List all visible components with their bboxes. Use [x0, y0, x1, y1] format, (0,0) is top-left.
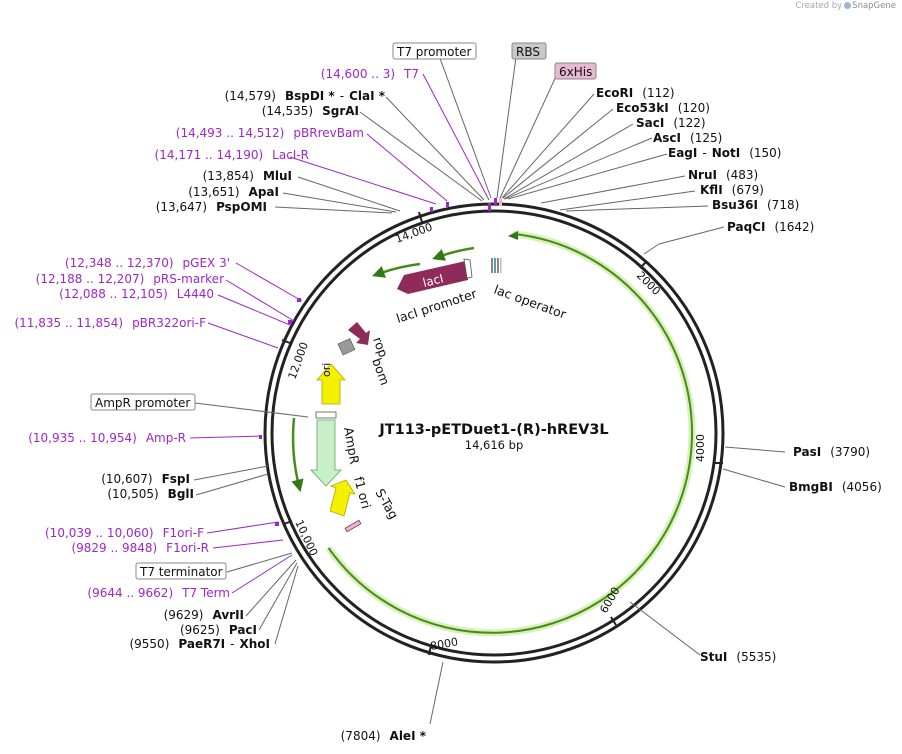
- enzyme-label: (14,535)SgrAI: [262, 104, 359, 118]
- enzyme-label: (7804)AleI *: [341, 729, 427, 743]
- primer-label: (14,493 .. 14,512)pBRrevBam: [176, 126, 364, 140]
- cds-arcs: [291, 230, 696, 637]
- enzyme-label: (9550)PaeR7I-XhoI: [129, 637, 270, 651]
- enzyme-label: (9625)PacI: [180, 623, 257, 637]
- lac-operator-feature: [491, 258, 502, 273]
- primer-label: (12,348 .. 12,370)pGEX 3': [65, 256, 230, 270]
- enzyme-label: (9629)AvrII: [164, 608, 244, 622]
- enzyme-label: EcoRI(112): [596, 86, 675, 100]
- enzyme-label: (10,607)FspI: [101, 472, 190, 486]
- enzyme-label: (14,579)BspDI *-ClaI *: [225, 89, 386, 103]
- enzyme-label: StuI(5535): [700, 650, 776, 664]
- enzyme-label: SacI(122): [636, 116, 706, 130]
- lacI-label: lacI: [421, 271, 445, 290]
- ori-feature: [316, 363, 346, 405]
- enzyme-label: PasI(3790): [793, 445, 870, 459]
- enzyme-label: (13,854)MluI: [203, 169, 292, 183]
- primers: (14,600 .. 3)T7 (14,493 .. 14,512)pBRrev…: [14, 67, 419, 600]
- enzyme-label: KflI(679): [700, 183, 764, 197]
- enzyme-label: NruI(483): [688, 168, 758, 182]
- ampr-promoter-feature: [315, 411, 337, 419]
- primer-label: (10,039 .. 10,060)F1ori-F: [45, 526, 204, 540]
- enzyme-label: PaqCI(1642): [727, 220, 814, 234]
- snapgene-credit: Created by SnapGene: [795, 1, 896, 11]
- ruler-label: 8000: [429, 635, 459, 653]
- ori-label: ori: [320, 363, 333, 377]
- primer-label: (9644 .. 9662)T7 Term: [87, 586, 230, 600]
- rbs-label: RBS: [516, 45, 540, 59]
- t7-terminator-label: T7 terminator: [139, 565, 223, 579]
- credit-prefix: Created by: [795, 1, 843, 11]
- enzyme-label: (13,647)PspOMI: [156, 200, 267, 214]
- enzyme-label: AscI(125): [653, 131, 722, 145]
- primer-label: (12,088 .. 12,105)L4440: [59, 287, 214, 301]
- enzymes-left: (14,579)BspDI *-ClaI * (14,535)SgrAI (13…: [101, 89, 426, 743]
- f1-ori-feature: [329, 479, 356, 517]
- snapgene-logo-icon: [844, 2, 852, 9]
- s-tag-feature: [344, 519, 362, 533]
- primer-label: (12,188 .. 12,207)pRS-marker: [36, 272, 224, 286]
- inner-features: lacI lacI promoter lac operator rop bom …: [310, 258, 569, 533]
- boxed-labels: T7 promoter RBS 6xHis AmpR promoter T7 t…: [90, 42, 597, 580]
- ruler-label: 4000: [694, 434, 707, 462]
- center-title: JT113-pETDuet1-(R)-hREV3L 14,616 bp: [378, 422, 608, 452]
- ring-marks: [259, 198, 502, 526]
- primer-label: (10,935 .. 10,954)Amp-R: [28, 431, 186, 445]
- lac-operator-label: lac operator: [492, 282, 569, 322]
- enzyme-label: (10,505)BglI: [107, 487, 194, 501]
- plasmid-name: JT113-pETDuet1-(R)-hREV3L: [378, 422, 608, 438]
- rop-label: rop: [370, 335, 391, 359]
- primer-label: (11,835 .. 11,854)pBR322ori-F: [14, 316, 206, 330]
- s-tag-label: S-Tag: [372, 486, 401, 522]
- enzymes-right: EcoRI(112) Eco53kI(120) SacI(122) AscI(1…: [596, 86, 882, 664]
- enzyme-label: EagI-NotI(150): [668, 146, 781, 160]
- enzyme-label: Eco53kI(120): [616, 101, 710, 115]
- primer-label: (14,171 .. 14,190)LacI-R: [155, 148, 309, 162]
- primer-label: (14,600 .. 3)T7: [321, 67, 419, 81]
- enzyme-label: (13,651)ApaI: [188, 185, 279, 199]
- enzyme-label: Bsu36I(718): [712, 198, 799, 212]
- enzyme-label: BmgBI(4056): [789, 480, 882, 494]
- leader-lines: [189, 49, 786, 725]
- bom-feature: [337, 338, 356, 356]
- ruler-label: 10,000: [292, 518, 320, 558]
- his-tag-label: 6xHis: [559, 65, 592, 79]
- ampr-promoter-label: AmpR promoter: [95, 396, 190, 410]
- ampr-label: AmpR: [341, 426, 362, 466]
- t7-promoter-label: T7 promoter: [396, 45, 472, 59]
- bom-label: bom: [369, 356, 393, 387]
- credit-brand: SnapGene: [852, 1, 896, 11]
- lacI-feature: lacI: [397, 258, 473, 294]
- ampr-feature: [310, 419, 342, 487]
- rop-feature: [348, 322, 370, 345]
- plasmid-length: 14,616 bp: [465, 438, 524, 452]
- primer-label: (9829 .. 9848)F1ori-R: [71, 541, 209, 555]
